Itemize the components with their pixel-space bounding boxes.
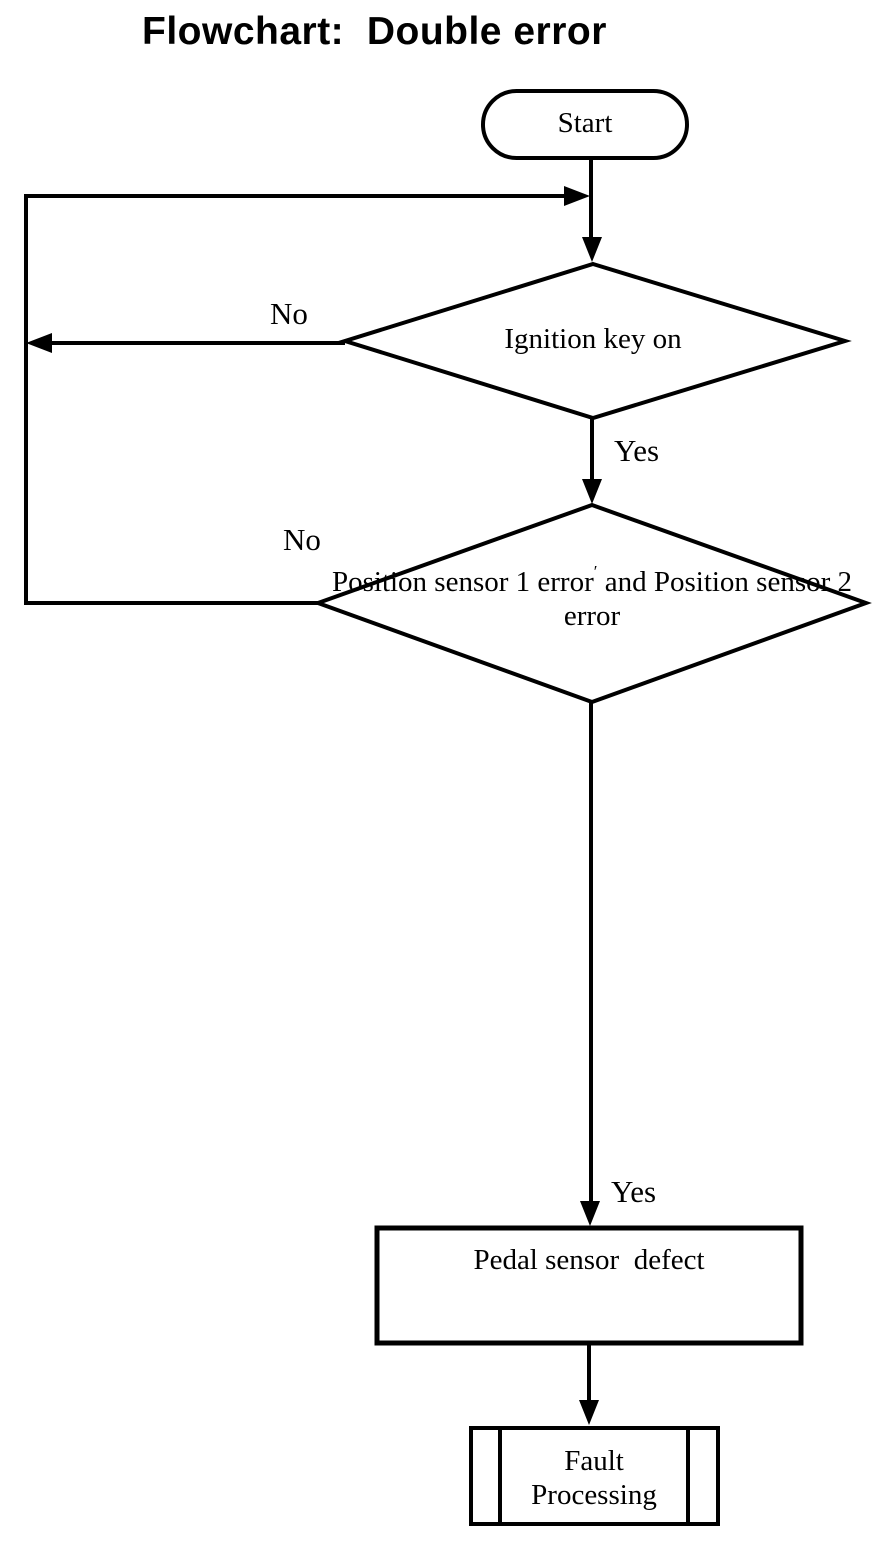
decision2-diamond-shape xyxy=(312,502,872,705)
process-node-label: Pedal sensor defect xyxy=(473,1244,705,1276)
start-node-label: Start xyxy=(557,107,613,139)
decision2-label-line3: Position sensor 2 error xyxy=(563,566,853,632)
predefined-in-arrowhead-icon xyxy=(579,1400,599,1425)
decision2-label-line2: and xyxy=(604,566,647,598)
decision1-label: Ignition key on xyxy=(504,323,682,355)
decision2-no-edge-label: No xyxy=(283,522,321,557)
stray-mark: ′ xyxy=(593,562,598,581)
decision2-yes-edge-label: Yes xyxy=(611,1174,657,1209)
decision1-diamond-shape xyxy=(338,261,852,421)
predefined-label-line1: Fault xyxy=(564,1445,624,1477)
page-title: Flowchart: Double error xyxy=(142,10,607,53)
feedback-loop-line xyxy=(24,194,566,605)
decision1-no-arrowhead-left-icon xyxy=(26,333,52,353)
start-terminator-shape xyxy=(481,89,689,160)
decision1-yes-edge-label: Yes xyxy=(614,433,660,468)
decision2-in-arrowhead-icon xyxy=(582,479,602,504)
predefined-rect-shape xyxy=(469,1426,720,1526)
process-rect-shape xyxy=(374,1225,804,1346)
decision2-label-line1: Position sensor 1 error′ xyxy=(331,562,598,598)
decision1-in-arrowhead-icon xyxy=(582,237,602,262)
process-in-arrowhead-icon xyxy=(580,1201,600,1226)
decision2-label: Position sensor 1 error′ and Position se… xyxy=(318,555,866,633)
feedback-arrowhead-right-icon xyxy=(564,186,590,206)
predefined-label-line2: Processing xyxy=(531,1479,657,1511)
decision1-no-edge-label: No xyxy=(270,296,308,331)
predefined-node-label: Fault Processing xyxy=(500,1444,688,1512)
